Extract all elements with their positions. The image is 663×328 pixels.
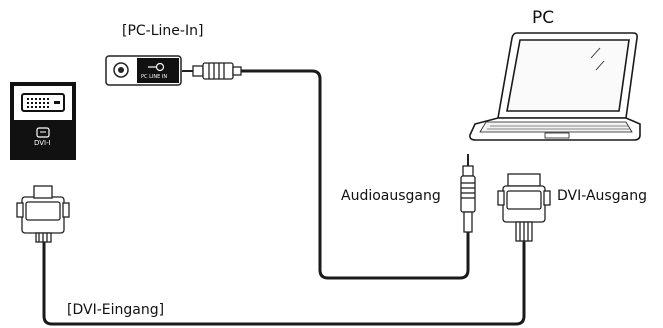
audio-jack-plug-horizontal	[182, 62, 242, 80]
dvi-out-label: DVI-Ausgang	[557, 188, 647, 204]
pc-line-in-port	[105, 55, 182, 86]
audio-input-icon	[155, 62, 165, 72]
pc-label: PC	[532, 8, 555, 28]
dvi-plug-right	[497, 173, 551, 242]
laptop-icon	[469, 32, 641, 141]
dvi-plug-left	[16, 185, 70, 243]
dvi-i-port-panel	[10, 82, 76, 160]
pc-line-in-label: [PC-Line-In]	[122, 23, 204, 39]
audio-cable	[240, 69, 470, 280]
dvi-input-icon	[36, 127, 50, 138]
pc-line-in-port-label: PC LINE IN	[141, 74, 168, 80]
audio-out-label: Audioausgang	[341, 188, 441, 204]
dvi-in-label: [DVI-Eingang]	[67, 302, 165, 318]
dvi-i-port-label: DVI-I	[34, 139, 51, 147]
dvi-cable	[42, 241, 526, 326]
audio-jack-plug-vertical	[460, 154, 476, 233]
